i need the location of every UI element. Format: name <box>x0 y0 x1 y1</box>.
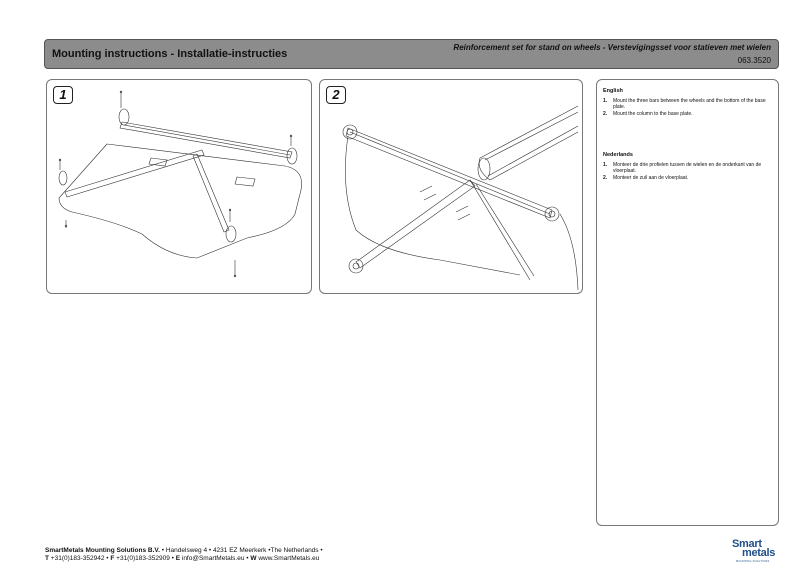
smartmetals-logo: Smart metals MOUNTING SOLUTIONS <box>732 538 782 564</box>
step-text: Mount the three bars between the wheels … <box>613 98 766 111</box>
footer-line-2: T +31(0)183-352942 • F +31(0)183-352909 … <box>45 555 320 562</box>
footer-contact: SmartMetals Mounting Solutions B.V. • Ha… <box>45 547 323 563</box>
dutch-heading: Nederlands <box>603 152 633 158</box>
step-number: 1. <box>603 162 608 168</box>
english-step-2: 2. Mount the column to the base plate. <box>603 111 775 117</box>
company-address: • Handelsweg 4 • 4231 EZ Meerkerk •The N… <box>161 547 323 554</box>
logo-metals: metals <box>742 547 776 559</box>
dutch-step-2: 2. Monteer de zuil aan de vloerplaat. <box>603 175 775 181</box>
web-label: W <box>250 555 257 562</box>
fax-label: F <box>110 555 115 562</box>
step-1-panel: 1 <box>46 79 312 294</box>
step-text: Monteer de zuil aan de vloerplaat. <box>613 175 689 182</box>
step-number: 2. <box>603 111 608 118</box>
page-title: Mounting instructions - Installatie-inst… <box>52 48 288 60</box>
step-2-illustration <box>342 105 579 291</box>
step-1-number: 1 <box>53 86 73 104</box>
english-section: English 1. Mount the three bars between … <box>603 88 775 119</box>
phone-label: T <box>45 555 49 562</box>
header-bar: Mounting instructions - Installatie-inst… <box>44 39 779 69</box>
email-address[interactable]: info@SmartMetals.eu <box>181 555 245 562</box>
email-label: E <box>175 555 181 562</box>
product-code: 063.3520 <box>737 56 771 65</box>
step-number: 2. <box>603 175 608 182</box>
step-2-panel: 2 <box>319 79 583 294</box>
logo-tagline: MOUNTING SOLUTIONS <box>736 560 770 563</box>
instructions-panel: English 1. Mount the three bars between … <box>596 79 779 526</box>
english-heading: English <box>603 88 623 94</box>
logo-smart: Smart <box>732 538 762 550</box>
step-text: Monteer de drie profielen tussen de wiel… <box>613 162 762 175</box>
phone-number: +31(0)183-352942 <box>50 555 105 562</box>
step-text: Mount the column to the base plate. <box>613 111 693 118</box>
web-address[interactable]: www.SmartMetals.eu <box>258 555 320 562</box>
english-step-1: 1. Mount the three bars between the whee… <box>603 98 775 110</box>
step-number: 1. <box>603 98 608 104</box>
fax-number: +31(0)183-352909 <box>116 555 170 562</box>
company-name: SmartMetals Mounting Solutions B.V. <box>45 547 160 554</box>
dutch-step-1: 1. Monteer de drie profielen tussen de w… <box>603 162 775 174</box>
step-1-illustration <box>58 90 302 278</box>
step-2-number: 2 <box>326 86 346 104</box>
footer-line-1: SmartMetals Mounting Solutions B.V. • Ha… <box>45 547 323 555</box>
product-subtitle: Reinforcement set for stand on wheels - … <box>453 43 771 52</box>
dutch-section: Nederlands 1. Monteer de drie profielen … <box>603 152 775 183</box>
